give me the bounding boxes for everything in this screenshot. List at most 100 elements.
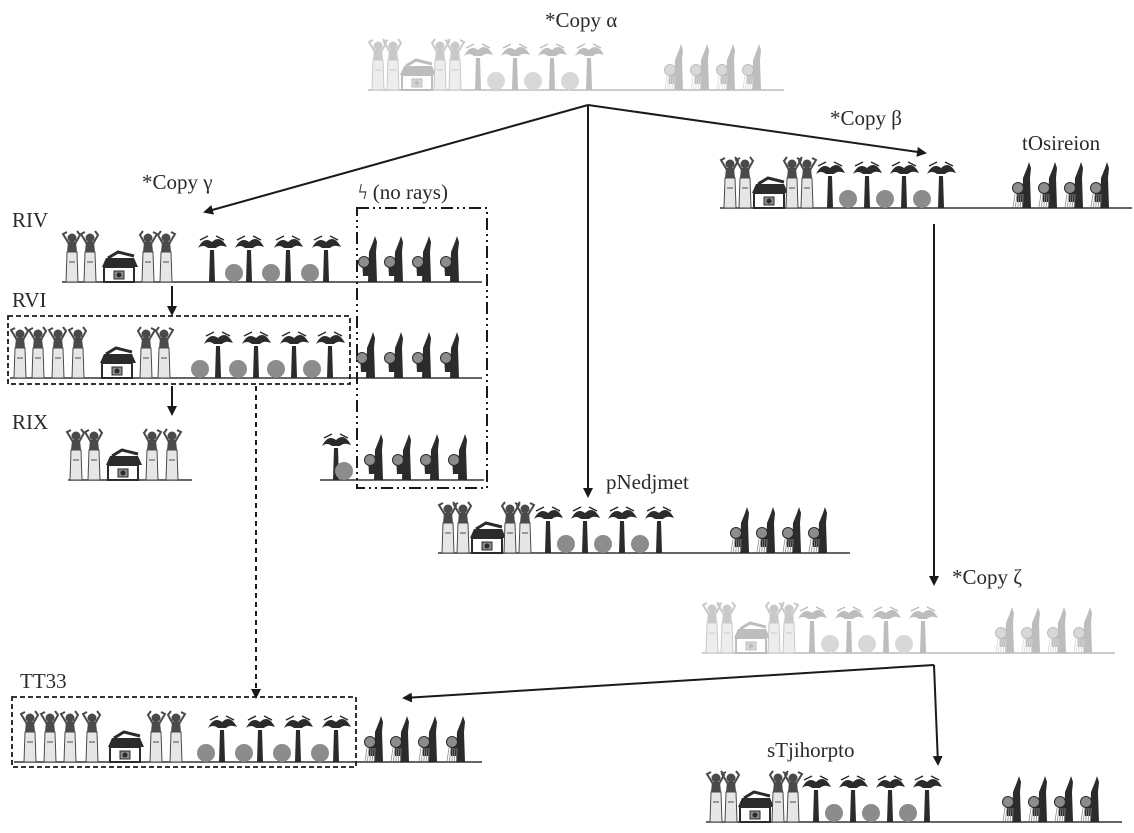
mourner-figure (140, 231, 157, 282)
frieze-rvi (10, 327, 482, 378)
mourner-figure (69, 327, 86, 378)
mourner-figure (29, 327, 46, 378)
baboon-figure (385, 332, 404, 378)
mourner-figure (63, 231, 80, 282)
copy-zeta-label: *Copy ζ (952, 567, 1022, 588)
mourner-figure (784, 157, 801, 208)
baboon-figure (1029, 776, 1048, 822)
shrine-chest (106, 450, 142, 480)
witness-tosireion-label: tOsireion (1022, 133, 1100, 154)
sun-disc (229, 360, 247, 378)
shrine-chest (102, 252, 138, 282)
mourner-figure (144, 429, 161, 480)
baboon-figure (1081, 776, 1100, 822)
shrine-chest (100, 348, 136, 378)
mourner-figure (454, 502, 471, 553)
mourner-figure (432, 39, 449, 90)
copy-gamma-label: *Copy γ (142, 172, 213, 193)
mourner-figure (707, 771, 724, 822)
mourner-figure (384, 39, 401, 90)
sun-disc (335, 462, 353, 480)
baboon-figure (391, 716, 410, 762)
palm-tree (913, 776, 942, 822)
baboon-figure (385, 236, 404, 282)
baboon-figure (441, 332, 460, 378)
witness-tt33-label: TT33 (20, 671, 67, 692)
mourner-figure (517, 502, 534, 553)
baboon-figure (413, 236, 432, 282)
baboon-figure (665, 44, 684, 90)
sun-disc (524, 72, 542, 90)
no-rays-dash-dot-box (357, 208, 487, 488)
baboon-figure (357, 332, 376, 378)
palm-tree (645, 507, 674, 553)
mourner-figure (21, 711, 38, 762)
frieze-tt33 (14, 711, 482, 762)
sun-disc (235, 744, 253, 762)
frieze-rix (67, 429, 192, 480)
mourner-figure (41, 711, 58, 762)
sun-disc (594, 535, 612, 553)
mourner-figure (168, 711, 185, 762)
baboon-figure (731, 507, 750, 553)
baboon-figure (1003, 776, 1022, 822)
frieze-stjihorpto (706, 771, 1122, 822)
mourner-figure (447, 39, 464, 90)
sun-disc (561, 72, 579, 90)
sun-disc (899, 804, 917, 822)
sun-disc (825, 804, 843, 822)
copy-alpha-label: *Copy α (545, 10, 617, 31)
sun-disc (839, 190, 857, 208)
mourner-figure (766, 602, 783, 653)
shrine-chest (734, 623, 770, 653)
witness-stjihorpto-label: sTjihorpto (767, 740, 855, 761)
baboon-figure (421, 434, 440, 480)
baboon-figure (1013, 162, 1032, 208)
sun-disc (862, 804, 880, 822)
baboon-figure (809, 507, 828, 553)
baboon-figure (1065, 162, 1084, 208)
frieze-copy-alpha (368, 39, 784, 90)
baboon-figure (1074, 607, 1093, 653)
mourner-figure (703, 602, 720, 653)
baboon-figure (743, 44, 762, 90)
mourner-figure (718, 602, 735, 653)
palm-tree (198, 236, 227, 282)
mourner-figure (61, 711, 78, 762)
sun-disc (225, 264, 243, 282)
baboon-figure (757, 507, 776, 553)
baboon-figure (1048, 607, 1067, 653)
palm-tree (909, 607, 938, 653)
frieze-pnedjmet (438, 502, 850, 553)
mourner-figure (781, 602, 798, 653)
baboon-figure (419, 716, 438, 762)
mourner-figure (502, 502, 519, 553)
mourner-figure (158, 231, 175, 282)
mourner-figure (721, 157, 738, 208)
baboon-figure (365, 716, 384, 762)
shrine-chest (738, 792, 774, 822)
mourner-figure (164, 429, 181, 480)
palm-tree (575, 44, 604, 90)
sun-disc (821, 635, 839, 653)
witness-rvi-label: RVI (12, 290, 46, 311)
baboon-figure (1055, 776, 1074, 822)
mourner-figure (11, 327, 28, 378)
sun-disc (631, 535, 649, 553)
baboon-figure (441, 236, 460, 282)
baboon-figure (359, 236, 378, 282)
sun-disc (301, 264, 319, 282)
shrine-chest (108, 732, 144, 762)
baboon-figure (393, 434, 412, 480)
baboon-figure (1039, 162, 1058, 208)
sun-disc (303, 360, 321, 378)
mourner-figure (148, 711, 165, 762)
sun-disc (487, 72, 505, 90)
baboon-figure (365, 434, 384, 480)
mourner-figure (156, 327, 173, 378)
mourner-figure (81, 231, 98, 282)
baboon-figure (691, 44, 710, 90)
baboon-figure (783, 507, 802, 553)
